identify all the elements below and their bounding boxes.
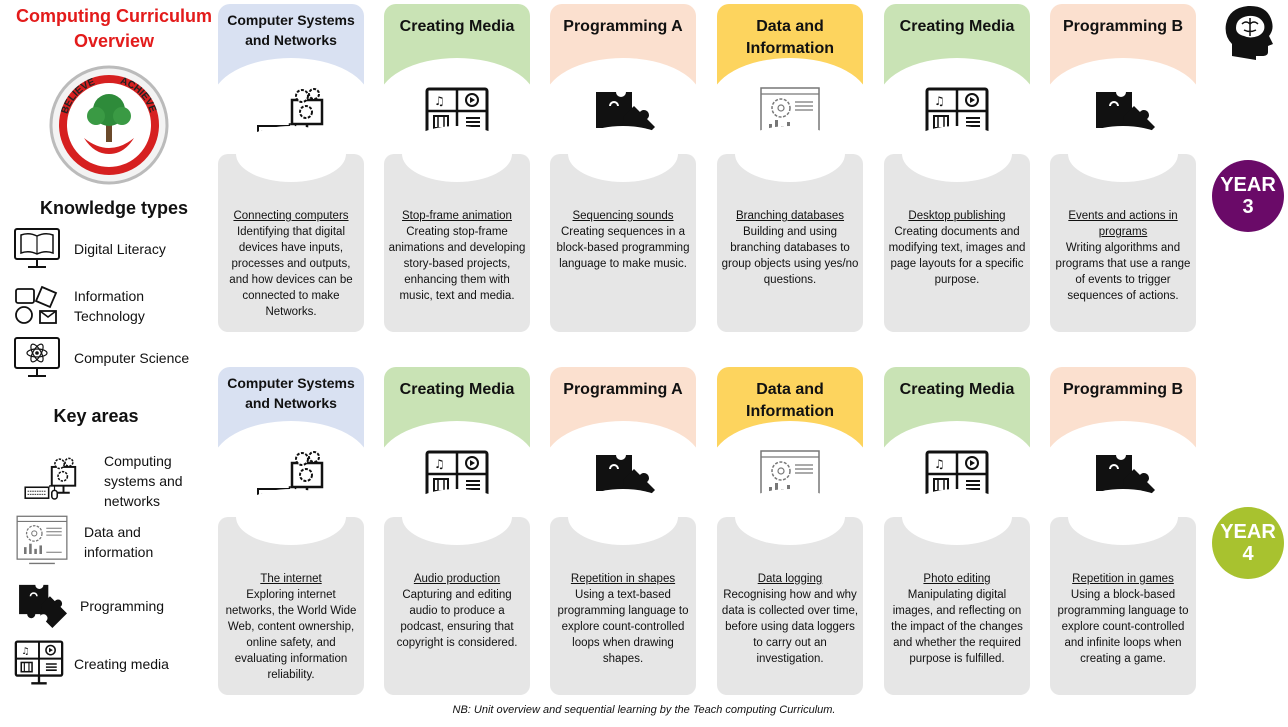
- legend-label: Creating media: [74, 656, 169, 672]
- area-title: Creating Media: [399, 18, 515, 35]
- area-title: Computer Systems and Networks: [227, 12, 355, 48]
- unit-title: Repetition in games: [1072, 573, 1174, 585]
- school-logo: BELIEVE ACHIEVE: [48, 64, 170, 186]
- unit-title: Sequencing sounds: [572, 210, 674, 222]
- legend-label: Computer Science: [74, 350, 190, 366]
- data-dashboard-icon: [12, 512, 72, 572]
- unit-description: Using a text-based programming language …: [557, 589, 689, 665]
- legend-computer-science: Computer Science: [12, 335, 217, 381]
- unit-title: Connecting computers: [233, 210, 349, 222]
- key-areas-heading: Key areas: [53, 406, 139, 426]
- unit-title: Audio production: [413, 573, 501, 585]
- unit-card: Programming B Events and actions in prog…: [1044, 4, 1202, 334]
- book-monitor-icon: [12, 226, 62, 272]
- legend-computing-systems: Computing systems and networks: [4, 453, 209, 509]
- year-label: YEAR: [1220, 521, 1276, 543]
- unit-description: Building and using branching databases t…: [721, 226, 859, 286]
- area-title: Creating Media: [899, 381, 1015, 398]
- unit-title: Repetition in shapes: [570, 573, 676, 585]
- legend-digital-literacy: Digital Literacy: [12, 226, 217, 272]
- area-title: Data and Information: [746, 18, 834, 57]
- atom-monitor-icon: [12, 335, 62, 381]
- media-monitor-icon: [12, 638, 66, 690]
- unit-title: Stop-frame animation: [402, 210, 512, 222]
- legend-information-technology: Information Technology: [12, 283, 217, 329]
- computer-systems-icon: [4, 456, 98, 506]
- unit-description: Creating stop-frame animations and devel…: [388, 226, 526, 302]
- area-title: Creating Media: [399, 381, 515, 398]
- puzzle-icon: [12, 580, 70, 632]
- unit-description: Creating documents and modifying text, i…: [888, 226, 1026, 286]
- area-title: Data and Information: [746, 381, 834, 420]
- unit-description: Writing algorithms and programs that use…: [1055, 242, 1191, 302]
- unit-card: Computer Systems and Networks The intern…: [212, 367, 370, 697]
- unit-title: Branching databases: [735, 210, 845, 222]
- unit-card: Data and Information Branching databases…: [711, 4, 869, 334]
- brain-head-icon: [1222, 4, 1276, 62]
- legend-programming: Programming: [12, 580, 217, 632]
- legend-creating-media: Creating media: [12, 638, 217, 690]
- unit-description: Recognising how and why data is collecte…: [721, 589, 859, 665]
- unit-title: Photo editing: [923, 573, 991, 585]
- knowledge-types-heading: Knowledge types: [39, 198, 189, 218]
- area-title: Programming A: [563, 381, 683, 398]
- area-title: Programming A: [563, 18, 683, 35]
- unit-title: Desktop publishing: [908, 210, 1006, 222]
- unit-description: Manipulating digital images, and reflect…: [891, 589, 1023, 665]
- legend-label: Programming: [80, 598, 165, 614]
- unit-title: Events and actions in programs: [1068, 210, 1178, 238]
- legend-label: Computing systems and networks: [104, 453, 183, 509]
- unit-description: Capturing and editing audio to produce a…: [396, 589, 518, 649]
- unit-description: Exploring internet networks, the World W…: [225, 589, 357, 681]
- year-number: 3: [1242, 196, 1254, 218]
- page-title: Computing Curriculum Overview: [16, 6, 212, 51]
- legend-label: Information Technology: [74, 288, 145, 324]
- communication-icon: [12, 283, 62, 329]
- year-number: 4: [1242, 543, 1254, 565]
- unit-card: Computer Systems and Networks Connecting…: [212, 4, 370, 334]
- legend-data-information: Data and information: [12, 512, 217, 572]
- unit-description: Using a block-based programming language…: [1057, 589, 1189, 665]
- legend-label: Digital Literacy: [74, 241, 166, 257]
- year-3-badge: YEAR 3: [1212, 160, 1284, 232]
- unit-description: Identifying that digital devices have in…: [229, 226, 353, 318]
- unit-title: Data logging: [757, 573, 823, 585]
- area-title: Computer Systems and Networks: [227, 375, 355, 411]
- footnote: NB: Unit overview and sequential learnin…: [452, 704, 836, 716]
- year-4-badge: YEAR 4: [1212, 507, 1284, 579]
- legend-label: Data and information: [84, 524, 154, 560]
- year-label: YEAR: [1220, 174, 1276, 196]
- area-title: Programming B: [1062, 18, 1183, 35]
- area-title: Programming B: [1062, 381, 1183, 398]
- area-title: Creating Media: [899, 18, 1015, 35]
- unit-description: Creating sequences in a block-based prog…: [556, 226, 690, 270]
- unit-title: The internet: [260, 573, 322, 585]
